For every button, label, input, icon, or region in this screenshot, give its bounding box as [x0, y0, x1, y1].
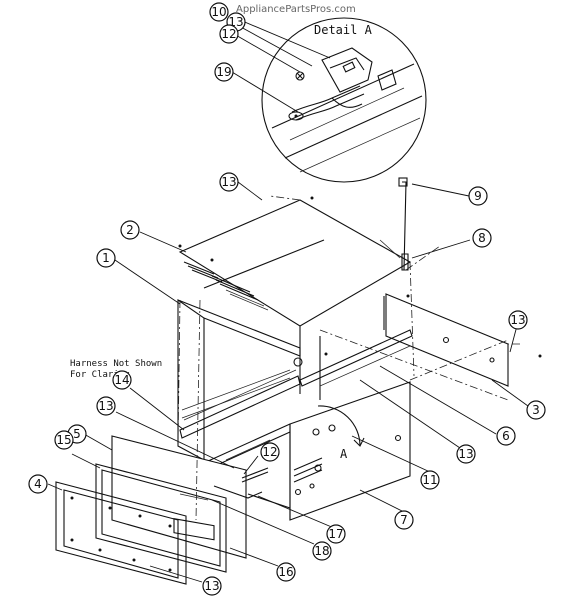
- detail-a-view: Detail A: [261, 17, 427, 183]
- callout-16: 16: [276, 562, 296, 582]
- callout-17-label: 17: [328, 527, 343, 541]
- callout-8: 8: [472, 228, 492, 248]
- callout-6-label: 6: [502, 429, 510, 443]
- callout-17: 17: [326, 524, 346, 544]
- callout-9: 9: [468, 186, 488, 206]
- callout-13-right-label: 13: [510, 313, 525, 327]
- callout-19-label: 19: [216, 65, 231, 79]
- callout-7-label: 7: [400, 513, 408, 527]
- section-marker-a: A: [340, 447, 348, 461]
- oven-assembly: A: [55, 177, 542, 585]
- callout-12-detail: 12: [219, 24, 239, 44]
- callout-3: 3: [526, 400, 546, 420]
- callout-7: 7: [394, 510, 414, 530]
- callout-19: 19: [214, 62, 234, 82]
- callout-13-left: 13: [96, 396, 116, 416]
- callout-4: 4: [28, 474, 48, 494]
- callout-12-detail-label: 12: [221, 27, 236, 41]
- callout-8-label: 8: [478, 231, 486, 245]
- callout-13-bottom: 13: [202, 576, 222, 596]
- callout-13-mid: 13: [456, 444, 476, 464]
- callout-15-label: 15: [56, 433, 71, 447]
- callout-6: 6: [496, 426, 516, 446]
- callout-5-label: 5: [73, 427, 81, 441]
- note-line-1: Harness Not Shown: [70, 359, 162, 369]
- callout-1-label: 1: [102, 251, 110, 265]
- detail-a-title: Detail A: [314, 23, 373, 37]
- callout-13-bottom-label: 13: [204, 579, 219, 593]
- callout-16-label: 16: [278, 565, 293, 579]
- callout-10: 10: [209, 2, 229, 22]
- callout-14-label: 14: [114, 373, 129, 387]
- callout-15: 15: [54, 430, 74, 450]
- callout-13-left-label: 13: [98, 399, 113, 413]
- callout-10-label: 10: [211, 5, 226, 19]
- callout-3-label: 3: [532, 403, 540, 417]
- callout-13-top-label: 13: [221, 175, 236, 189]
- harness-note: Harness Not Shown For Clarity: [70, 359, 162, 380]
- callout-13-right: 13: [508, 310, 528, 330]
- callout-12-label: 12: [262, 445, 277, 459]
- leader-lines: [47, 19, 529, 583]
- callout-14: 14: [112, 370, 132, 390]
- callout-18: 18: [312, 541, 332, 561]
- callout-1: 1: [96, 248, 116, 268]
- watermark-text: AppliancePartsPros.com: [236, 4, 356, 15]
- callout-2-label: 2: [126, 223, 134, 237]
- callout-9-label: 9: [474, 189, 482, 203]
- callout-12: 12: [260, 442, 280, 462]
- callout-2: 2: [120, 220, 140, 240]
- callout-18-label: 18: [314, 544, 329, 558]
- callout-11-label: 11: [422, 473, 437, 487]
- callout-11: 11: [420, 470, 440, 490]
- callout-13-mid-label: 13: [458, 447, 473, 461]
- callout-13-top: 13: [219, 172, 239, 192]
- note-line-2: For Clarity: [70, 370, 130, 380]
- callout-4-label: 4: [34, 477, 42, 491]
